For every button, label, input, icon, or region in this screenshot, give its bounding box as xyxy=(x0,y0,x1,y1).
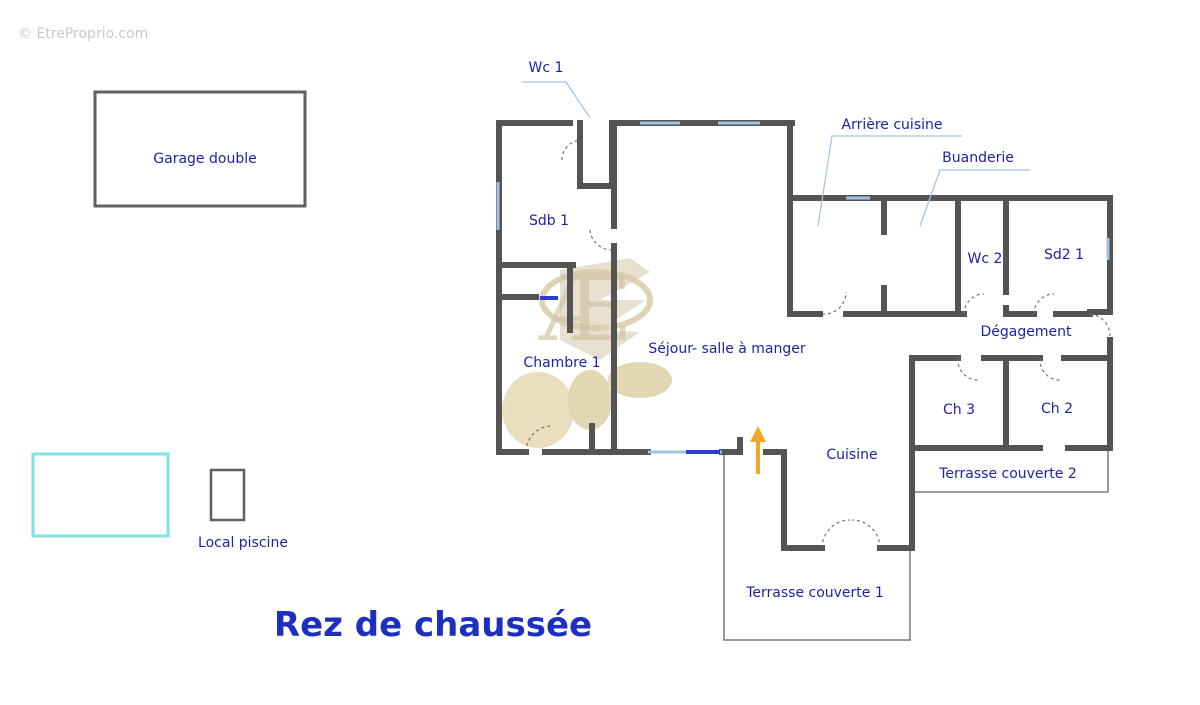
pool-outline xyxy=(31,452,170,538)
room-label-arriere-cuisine: Arrière cuisine xyxy=(841,117,943,133)
room-label-terrasse2: Terrasse couverte 2 xyxy=(939,466,1077,482)
room-label-cuisine: Cuisine xyxy=(826,447,878,463)
walls xyxy=(496,120,1113,551)
room-label-wc2: Wc 2 xyxy=(967,251,1003,267)
room-label-sd2: Sd2 1 xyxy=(1043,247,1085,263)
room-label-terrasse1: Terrasse couverte 1 xyxy=(746,585,884,601)
entry-arrow xyxy=(750,426,766,474)
room-label-degagement: Dégagement xyxy=(980,324,1072,340)
agency-logo: Æ xyxy=(502,257,672,448)
room-label-ch2: Ch 2 xyxy=(1040,401,1074,417)
garage-outline xyxy=(93,90,307,208)
room-label-chambre1: Chambre 1 xyxy=(523,355,601,371)
room-label-ch3: Ch 3 xyxy=(942,402,976,418)
watermark-text: © EtreProprio.com xyxy=(18,26,149,42)
room-label-buanderie: Buanderie xyxy=(942,150,1014,166)
leader-lines xyxy=(522,81,1030,227)
room-label-garage: Garage double xyxy=(153,151,257,167)
local-piscine-outline xyxy=(209,468,246,522)
doors xyxy=(525,139,1111,549)
room-label-sejour: Séjour- salle à manger xyxy=(648,341,806,357)
room-label-wc1: Wc 1 xyxy=(528,60,564,76)
plan-title: Rez de chaussée xyxy=(273,605,593,645)
room-label-sdb1: Sdb 1 xyxy=(528,213,570,229)
room-label-local-piscine: Local piscine xyxy=(198,535,288,551)
